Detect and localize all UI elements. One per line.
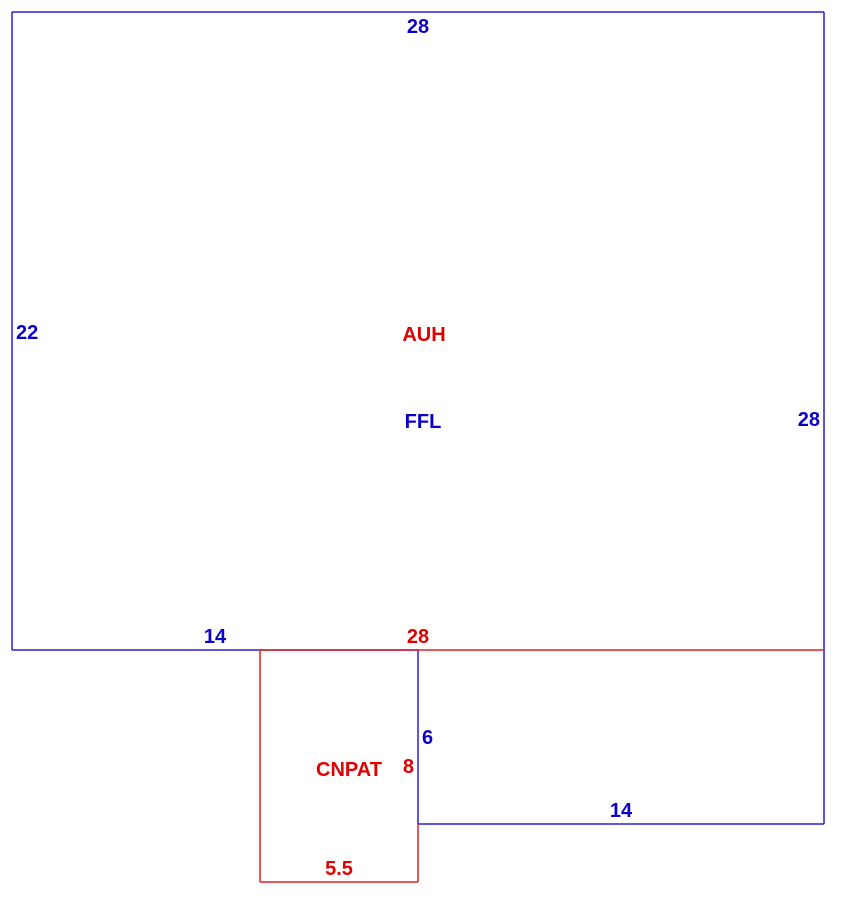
- dimension-porch-side: 8: [403, 756, 414, 778]
- dimension-main-bottom-left: 14: [204, 626, 227, 648]
- area-label-cnpat: CNPAT: [316, 759, 382, 781]
- main-area-outline: [11, 11, 825, 825]
- area-label-auh: AUH: [402, 324, 445, 346]
- dimension-main-bottom-mid: 28: [407, 626, 429, 648]
- dimension-lower-step: 6: [422, 727, 433, 749]
- porch-outline: [259, 649, 824, 883]
- dimension-lower-bottom: 14: [610, 800, 633, 822]
- dimension-porch-bottom: 5.5: [325, 858, 353, 880]
- area-label-ffl: FFL: [405, 411, 442, 433]
- dimension-main-right: 28: [798, 409, 820, 431]
- dimension-main-left: 22: [16, 322, 38, 344]
- dimension-main-top: 28: [407, 16, 429, 38]
